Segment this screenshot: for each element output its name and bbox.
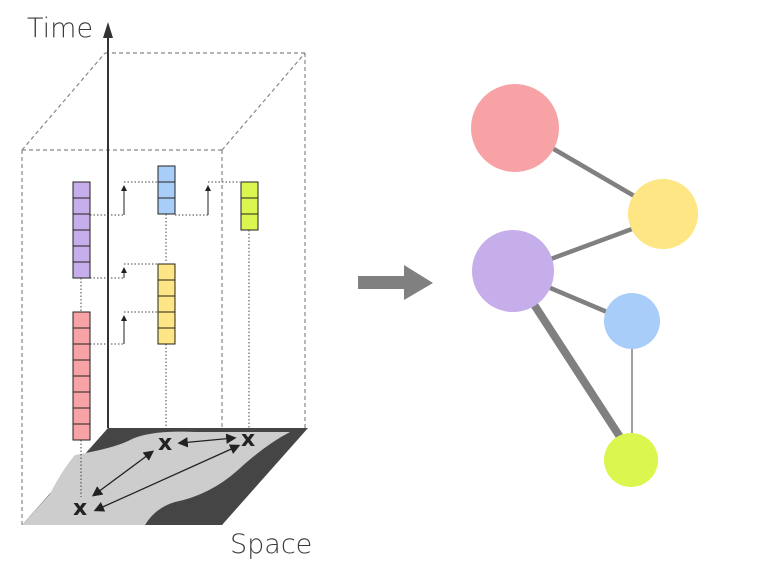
time-step-cell bbox=[72, 423, 91, 441]
time-step-cell bbox=[157, 165, 176, 183]
graph-edges bbox=[529, 145, 639, 444]
edge-red-yellow bbox=[549, 145, 639, 200]
location-marker-1: x bbox=[73, 496, 87, 521]
drop-lines bbox=[80, 214, 250, 497]
time-axis-arrowhead bbox=[103, 22, 113, 38]
time-step-cell bbox=[72, 391, 91, 409]
spatial-relation-arrows bbox=[91, 433, 241, 512]
time-step-cell bbox=[157, 263, 176, 281]
time-axis-label: Time bbox=[27, 13, 93, 44]
time-series-blue bbox=[157, 165, 176, 215]
node-blue bbox=[604, 293, 660, 349]
space-axis-label: Space bbox=[230, 529, 312, 560]
edge-purple-yellow bbox=[545, 226, 635, 263]
cube-dashed-edges bbox=[21, 52, 306, 525]
transform-arrow bbox=[358, 265, 433, 300]
time-step-cell bbox=[72, 213, 91, 231]
edge-purple-green bbox=[529, 299, 626, 444]
time-step-cell bbox=[72, 229, 91, 247]
time-step-cell bbox=[240, 213, 259, 231]
time-step-cell bbox=[157, 197, 176, 215]
time-step-cell bbox=[240, 197, 259, 215]
time-step-cell bbox=[72, 261, 91, 279]
time-step-cell bbox=[72, 197, 91, 215]
lag-arrows bbox=[121, 185, 211, 344]
time-step-cell bbox=[72, 181, 91, 199]
relation-graph bbox=[471, 84, 698, 487]
location-marker-3: x bbox=[241, 427, 255, 452]
time-step-cell bbox=[157, 279, 176, 297]
edge-purple-blue bbox=[545, 284, 610, 315]
node-green bbox=[604, 433, 658, 487]
location-marker-2: x bbox=[158, 431, 172, 456]
time-step-cell bbox=[157, 327, 176, 345]
time-step-cell bbox=[157, 295, 176, 313]
time-step-cell bbox=[72, 375, 91, 393]
time-series-yellow bbox=[157, 263, 176, 345]
time-step-cell bbox=[72, 311, 91, 329]
node-purple bbox=[472, 230, 554, 312]
time-series-purple bbox=[72, 181, 91, 279]
time-step-cell bbox=[72, 359, 91, 377]
node-red bbox=[471, 84, 559, 172]
time-step-cell bbox=[72, 245, 91, 263]
time-step-cell bbox=[72, 327, 91, 345]
time-step-cell bbox=[72, 407, 91, 425]
temporal-connectors bbox=[90, 181, 240, 345]
time-step-cell bbox=[157, 311, 176, 329]
time-series-red bbox=[72, 311, 91, 441]
time-step-cell bbox=[240, 181, 259, 199]
spacetime-cube: Time Space bbox=[21, 13, 312, 560]
time-step-cell bbox=[157, 181, 176, 199]
node-yellow bbox=[628, 179, 698, 249]
time-step-cell bbox=[72, 343, 91, 361]
time-series-green bbox=[240, 181, 259, 231]
